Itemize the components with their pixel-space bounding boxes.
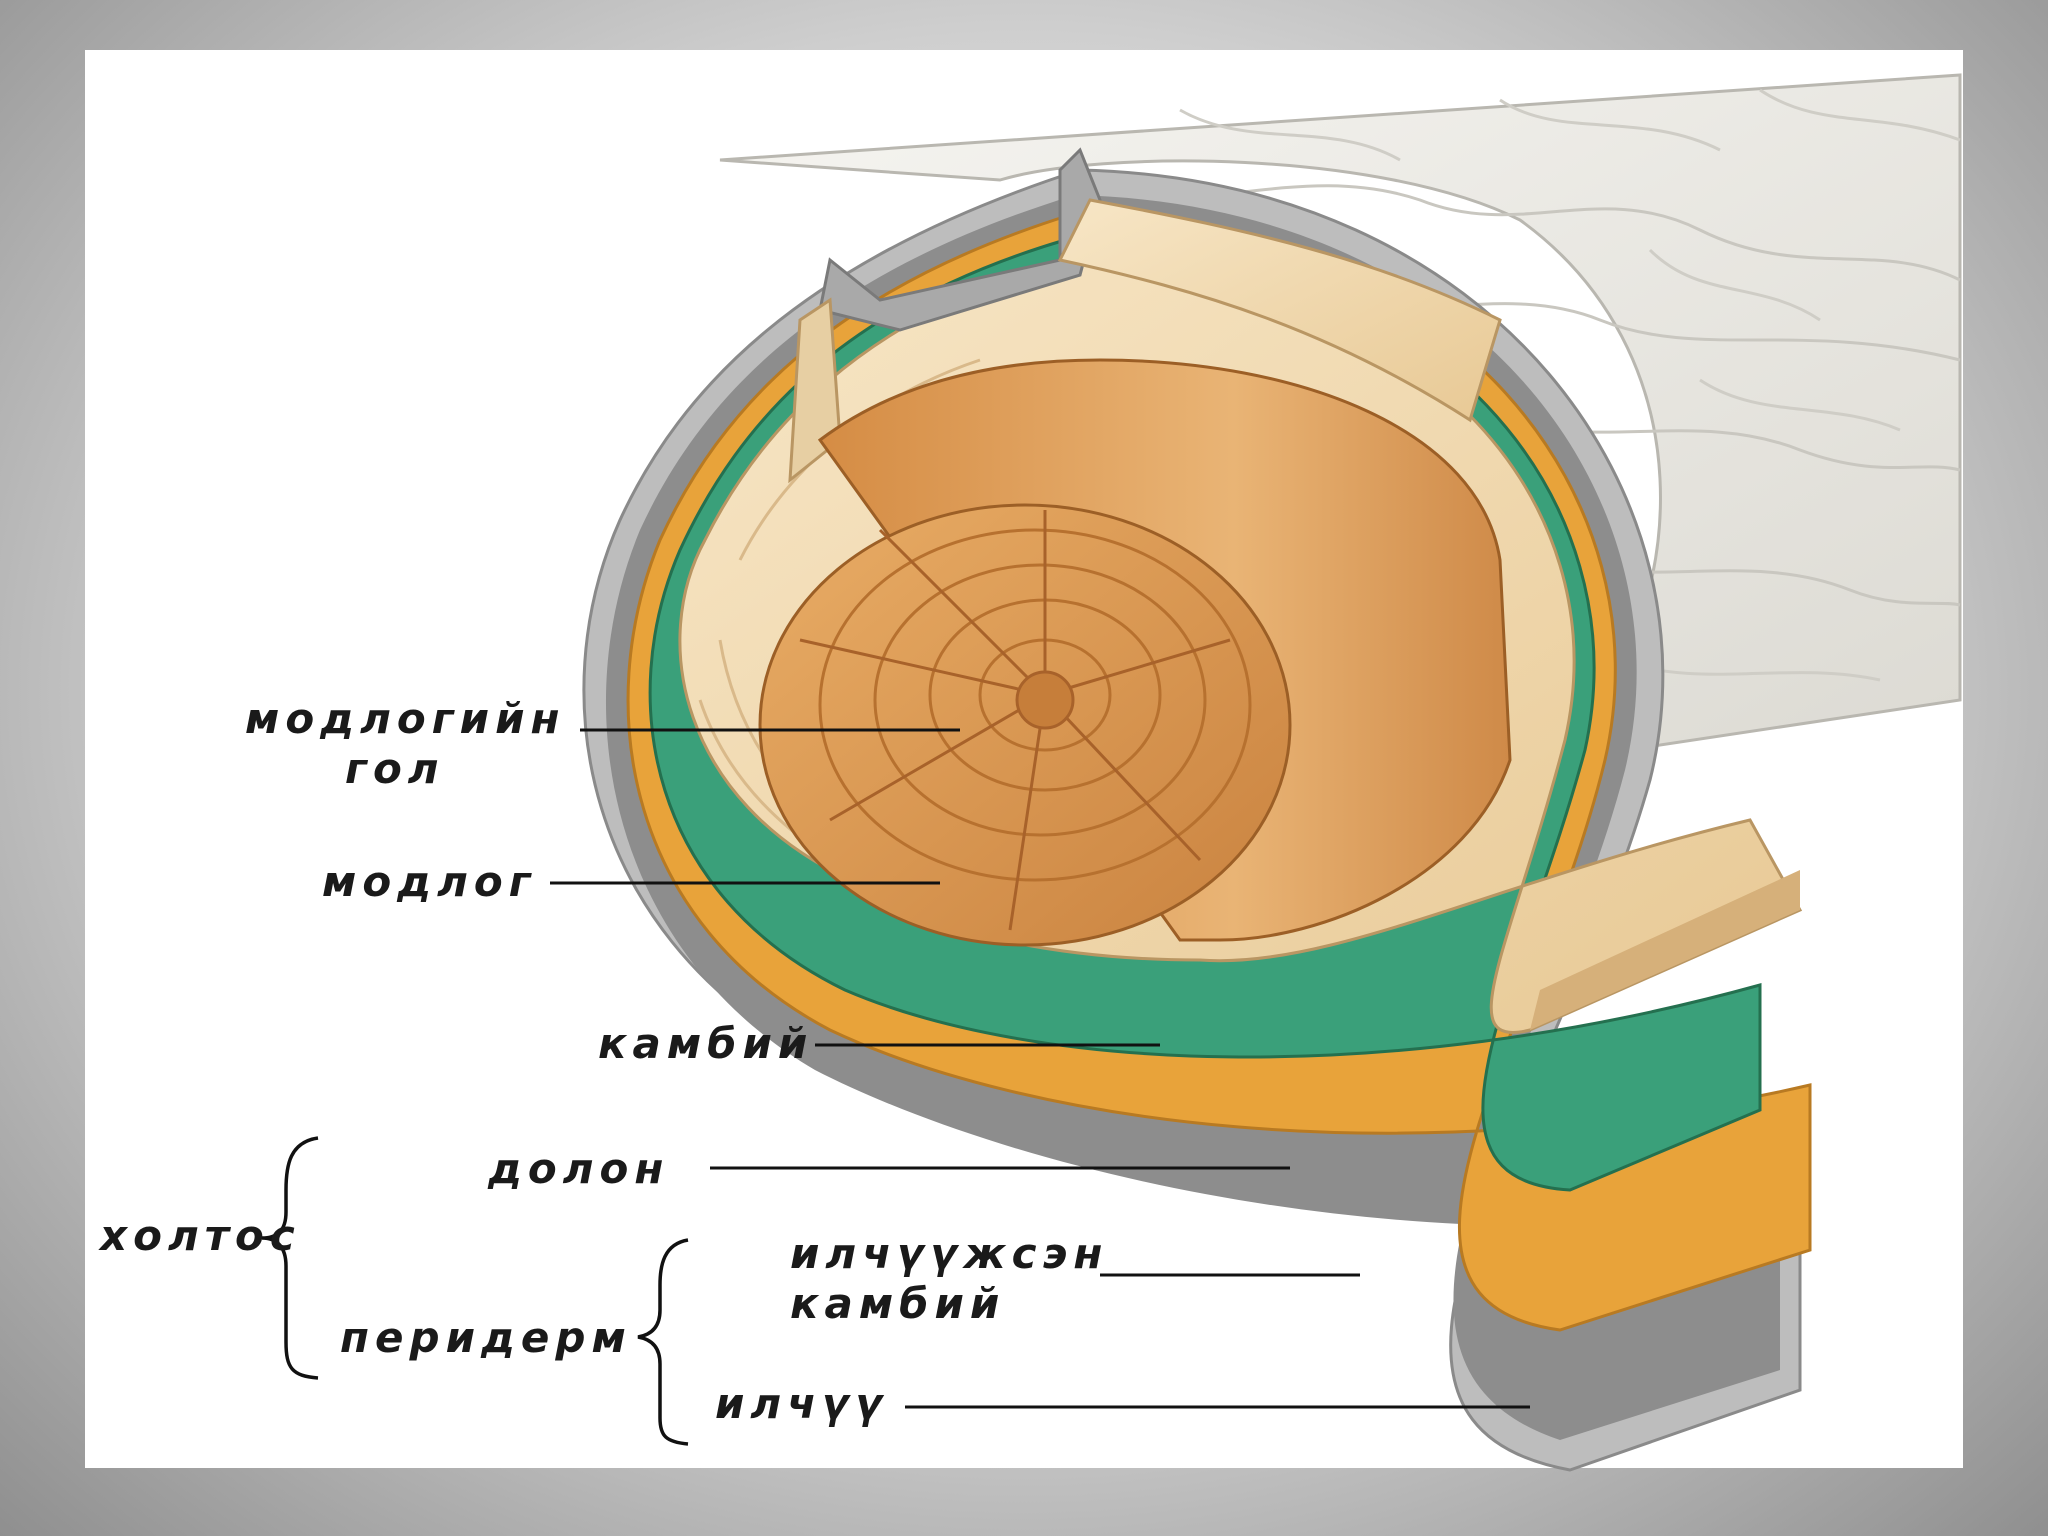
label-cambium: камбий [598, 1019, 813, 1068]
periderm-bracket [637, 1238, 689, 1446]
label-wood: модлог [322, 857, 537, 906]
label-cork-cambium-line2: камбий [790, 1279, 1005, 1328]
label-cork-cambium-line1: илчүүжсэн [790, 1229, 1108, 1278]
label-pith-line1: модлогийн [245, 694, 566, 743]
labels: модлогийн гол модлог камбий долон холтос… [98, 694, 1108, 1428]
bark-bracket [261, 1136, 319, 1380]
leader-lines [550, 728, 1530, 1409]
top-notch [788, 147, 1502, 484]
heartwood-cylinder [758, 358, 1512, 947]
label-bark: холтос [98, 1211, 301, 1260]
label-periderm: перидерм [340, 1313, 632, 1362]
label-cork: илчүү [715, 1379, 889, 1428]
label-pith-line2: гол [345, 744, 445, 793]
label-phloem: долон [487, 1144, 669, 1193]
